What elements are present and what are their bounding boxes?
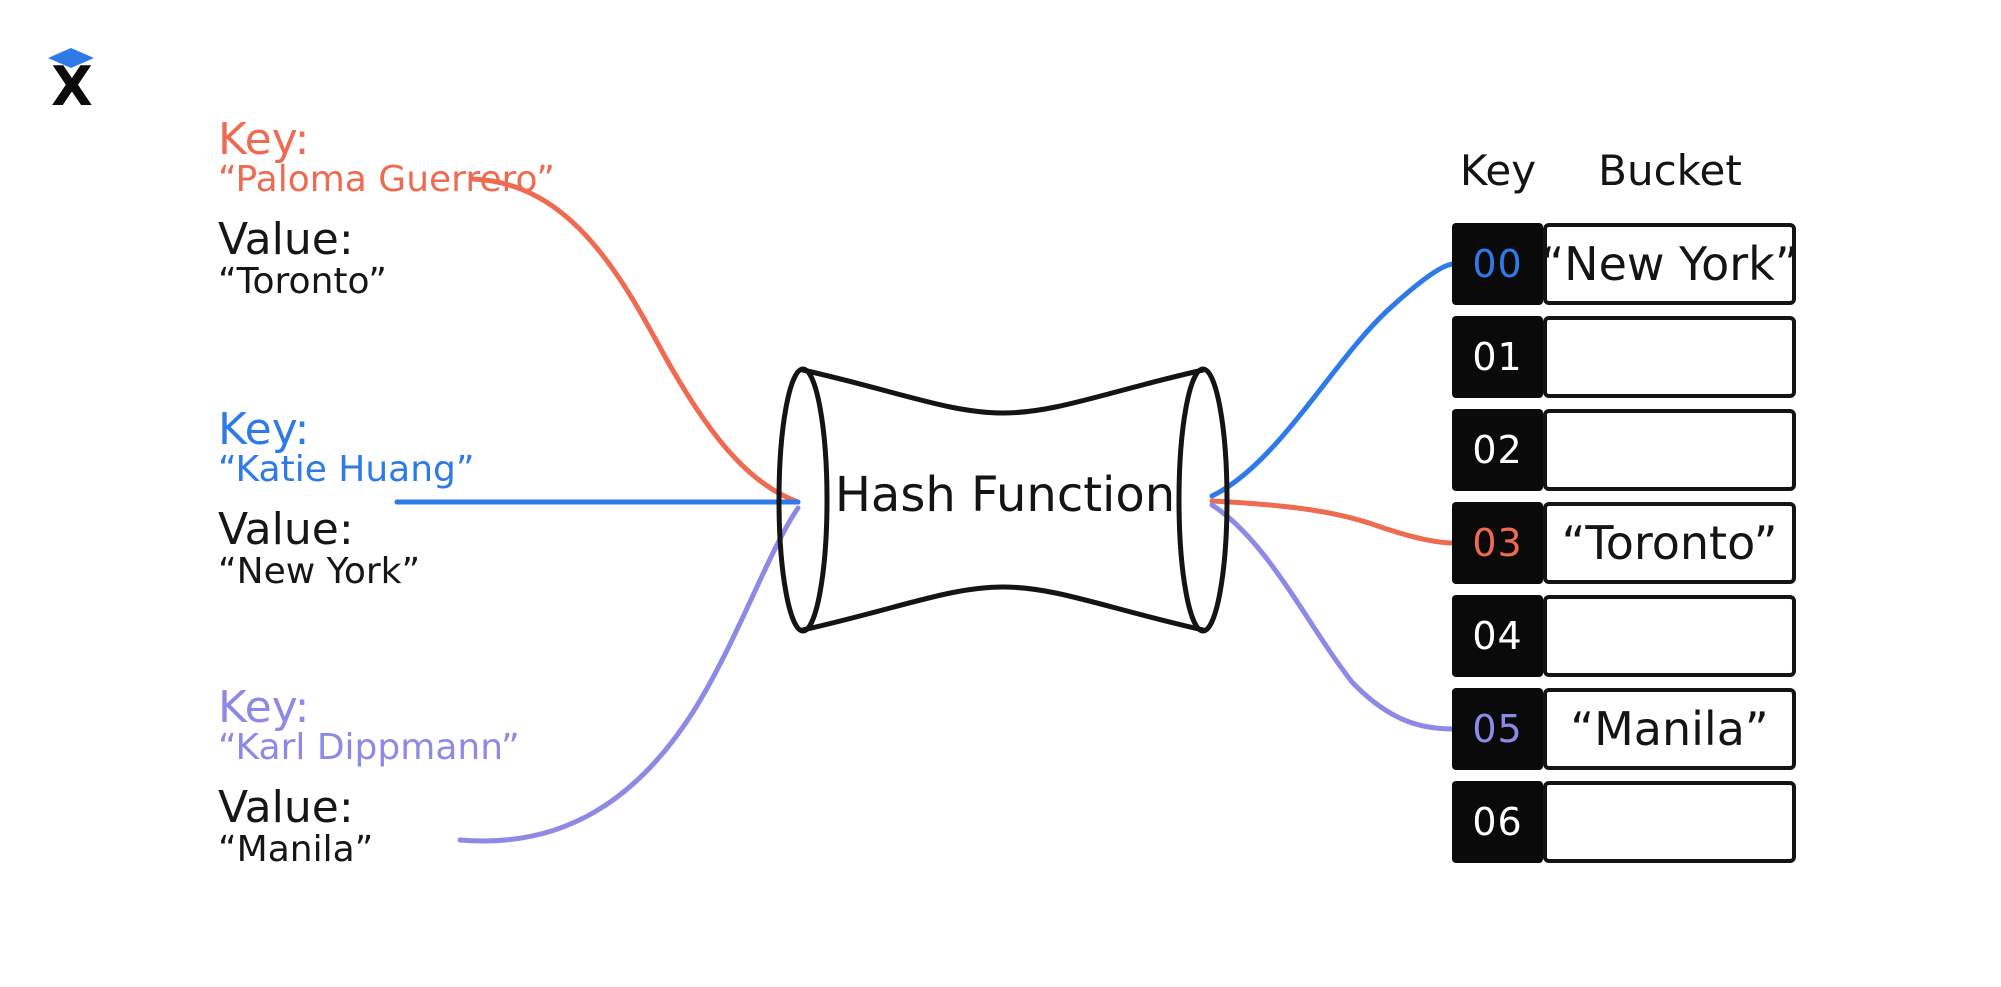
hash-funnel-bottom-edge bbox=[800, 584, 1206, 633]
bucket-cell bbox=[1543, 781, 1796, 863]
bucket-cell: “Manila” bbox=[1543, 688, 1796, 770]
input-block-paloma: Key: “Paloma Guerrero” Value: “Toronto” bbox=[218, 114, 555, 318]
hash-funnel-right-rim bbox=[1176, 366, 1230, 634]
bucket-cell bbox=[1543, 316, 1796, 398]
input-block-karl: Key: “Karl Dippmann” Value: “Manila” bbox=[218, 686, 548, 886]
value-label: Value: bbox=[218, 504, 354, 555]
value-label: Value: bbox=[218, 214, 354, 265]
key-label: Key: bbox=[218, 682, 310, 733]
key-cell: 02 bbox=[1452, 409, 1543, 491]
table-row: 06 bbox=[1452, 781, 1796, 863]
wire-output-red bbox=[1209, 498, 1457, 546]
hash-funnel-left-rim bbox=[776, 366, 830, 634]
table-row: 05 “Manila” bbox=[1452, 688, 1796, 770]
wire-input-red bbox=[470, 176, 801, 505]
table-row: 02 bbox=[1452, 409, 1796, 491]
input-block-katie: Key: “Katie Huang” Value: “New York” bbox=[218, 408, 548, 608]
value-value: “New York” bbox=[218, 551, 421, 592]
wire-output-purple bbox=[1209, 502, 1457, 732]
key-cell: 06 bbox=[1452, 781, 1543, 863]
table-row: 04 bbox=[1452, 595, 1796, 677]
bucket-cell bbox=[1543, 595, 1796, 677]
wire-input-purple bbox=[457, 505, 801, 844]
key-label: Key: bbox=[218, 114, 310, 165]
bucket-cell: “Toronto” bbox=[1543, 502, 1796, 584]
table-row: 01 bbox=[1452, 316, 1796, 398]
table-header-key: Key bbox=[1459, 146, 1537, 195]
table-row: 00 “New York” bbox=[1452, 223, 1799, 305]
hash-funnel-body bbox=[803, 370, 1203, 630]
key-cell: 00 bbox=[1452, 223, 1543, 305]
diamond-icon bbox=[48, 48, 94, 68]
logo-letter: X bbox=[51, 55, 93, 118]
key-value: “Karl Dippmann” bbox=[218, 727, 520, 768]
key-label: Key: bbox=[218, 404, 310, 455]
value-value: “Manila” bbox=[218, 829, 374, 870]
bucket-cell: “New York” bbox=[1540, 223, 1799, 305]
hash-funnel-top-edge bbox=[800, 367, 1206, 416]
value-value: “Toronto” bbox=[218, 261, 387, 302]
bucket-cell bbox=[1543, 409, 1796, 491]
key-cell: 01 bbox=[1452, 316, 1543, 398]
key-cell: 05 bbox=[1452, 688, 1543, 770]
logo: X bbox=[46, 48, 96, 114]
table-row: 03 “Toronto” bbox=[1452, 502, 1796, 584]
key-value: “Katie Huang” bbox=[218, 449, 475, 490]
hash-function-label: Hash Function bbox=[834, 467, 1176, 523]
table-header-bucket: Bucket bbox=[1598, 146, 1742, 195]
key-cell: 04 bbox=[1452, 595, 1543, 677]
key-cell: 03 bbox=[1452, 502, 1543, 584]
wire-output-blue bbox=[1209, 261, 1457, 499]
key-value: “Paloma Guerrero” bbox=[218, 159, 555, 200]
value-label: Value: bbox=[218, 782, 354, 833]
